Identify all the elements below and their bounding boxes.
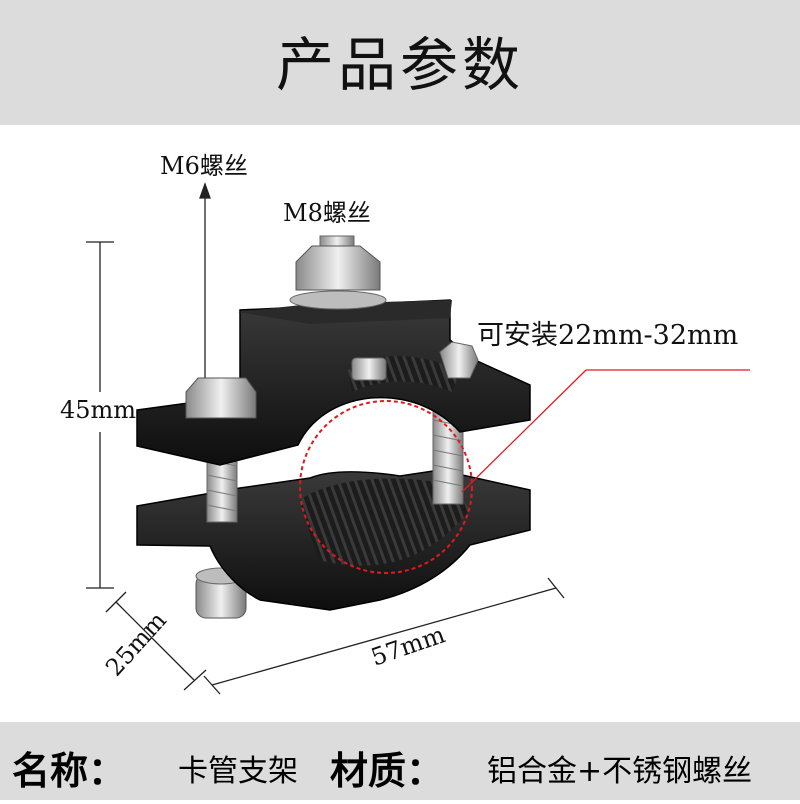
height-dimension [86, 241, 114, 589]
small-bolt [351, 357, 387, 381]
width-dimension [203, 577, 565, 695]
footer-band: 名称： 卡管支架 材质： 铝合金+不锈钢螺丝 [0, 722, 800, 800]
material-label: 材质： [330, 749, 445, 793]
m6-screw-label: M6螺丝 [160, 152, 248, 180]
depth-dimension [105, 591, 207, 691]
header-band: 产品参数 [0, 0, 800, 125]
name-value: 卡管支架 [178, 754, 298, 789]
m8-nut [289, 235, 387, 310]
pipe-range-highlight [299, 369, 750, 574]
material-value: 铝合金+不锈钢螺丝 [487, 754, 753, 789]
pipe-range-label: 可安装22mm-32mm [477, 320, 739, 351]
rear-nut [439, 341, 479, 379]
m6-arrow [199, 182, 211, 378]
m6-nut [185, 377, 257, 419]
name-label: 名称： [12, 749, 127, 793]
height-label: 45mm [60, 396, 137, 424]
m8-screw-label: M8螺丝 [283, 199, 371, 227]
page-title: 产品参数 [275, 31, 524, 99]
